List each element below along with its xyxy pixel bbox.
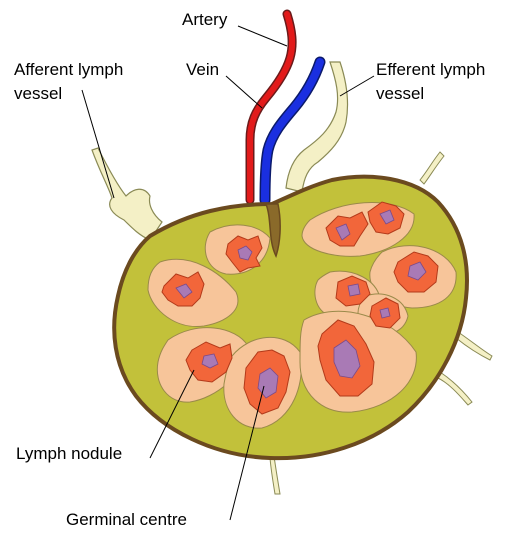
label-lymph-nodule: Lymph nodule bbox=[16, 444, 122, 464]
label-efferent-line2: vessel bbox=[376, 84, 424, 104]
label-vein: Vein bbox=[186, 60, 219, 80]
afferent-lymph-vessel bbox=[92, 148, 162, 240]
label-artery: Artery bbox=[182, 10, 227, 30]
label-afferent-line2: vessel bbox=[14, 84, 62, 104]
label-efferent-line1: Efferent lymph bbox=[376, 60, 485, 80]
label-germinal-centre: Germinal centre bbox=[66, 510, 187, 530]
label-afferent-line1: Afferent lymph bbox=[14, 60, 123, 80]
